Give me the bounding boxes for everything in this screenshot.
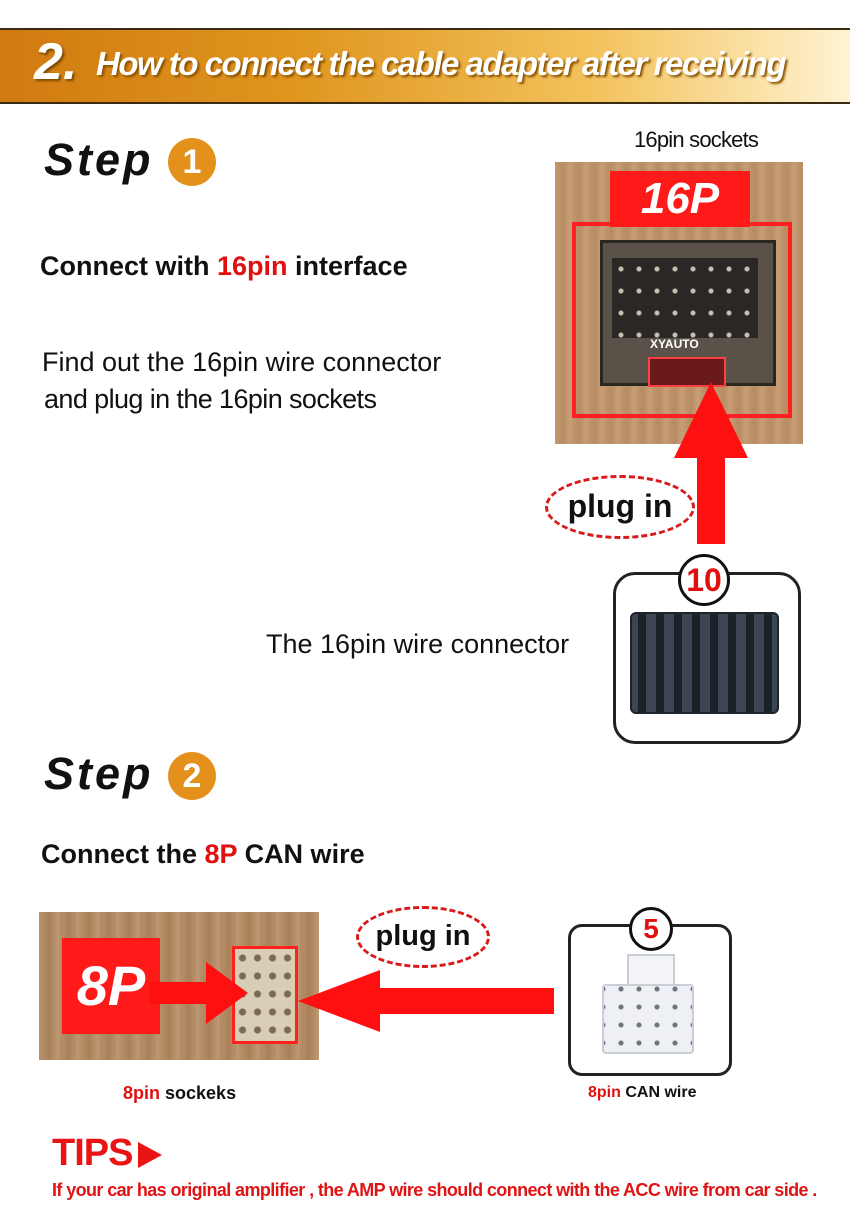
tips-arrow-icon	[138, 1142, 162, 1168]
8pin-connector-image	[602, 984, 694, 1054]
step2-heading-post: CAN wire	[237, 839, 365, 869]
step2-badge: 2	[168, 752, 216, 800]
step2-heading-highlight: 8P	[204, 839, 238, 869]
8pin-wire-caption-highlight: 8pin	[588, 1084, 621, 1101]
tips-label: TIPS	[52, 1132, 133, 1174]
step1-title: Step	[44, 134, 154, 185]
step2-heading-pre: Connect the	[41, 839, 205, 869]
16p-label: 16P	[610, 171, 750, 227]
socket-brand-label: XYAUTO	[650, 337, 699, 351]
step1-heading-pre: Connect with	[40, 251, 217, 281]
step1-instruction-line2: and plug in the 16pin sockets	[44, 384, 377, 414]
section-number: 2.	[34, 33, 78, 91]
step1-heading: Connect with 16pin interface	[40, 251, 408, 282]
step1-heading-highlight: 16pin	[217, 251, 288, 281]
plug-in-label-1: plug in	[545, 475, 695, 539]
up-arrow-icon	[674, 382, 748, 458]
step1-instruction-line1: Find out the 16pin wire connector	[42, 347, 442, 377]
16pin-socket-caption: 16pin sockets	[634, 127, 759, 152]
step1-badge: 1	[168, 138, 216, 186]
step2-heading: Connect the 8P CAN wire	[41, 839, 365, 870]
socket-clip	[648, 357, 726, 387]
left-arrow-icon	[298, 970, 554, 1032]
tips-text: If your car has original amplifier , the…	[52, 1180, 817, 1200]
page-title: How to connect the cable adapter after r…	[96, 45, 787, 82]
up-arrow-shaft	[697, 452, 725, 544]
8pin-wire-caption-rest: CAN wire	[620, 1084, 697, 1101]
header-banner	[0, 28, 850, 104]
8pin-wire-caption: 8pin CAN wire	[588, 1084, 696, 1102]
16pin-socket-pins	[612, 258, 758, 338]
8pin-socket-caption-highlight: 8pin	[123, 1083, 161, 1103]
plug-in-label-2: plug in	[356, 906, 490, 968]
8p-label: 8P	[62, 938, 160, 1034]
16pin-connector-caption: The 16pin wire connector	[266, 629, 570, 659]
connector-number-10: 10	[678, 554, 730, 606]
step1-heading-post: interface	[287, 251, 408, 281]
right-arrow-icon	[150, 962, 248, 1024]
16pin-connector-image	[630, 612, 779, 714]
connector-number-5: 5	[629, 907, 673, 951]
8pin-socket-caption-rest: sockeks	[160, 1083, 237, 1103]
8pin-socket-caption: 8pin sockeks	[123, 1083, 236, 1104]
step2-title: Step	[44, 748, 154, 799]
